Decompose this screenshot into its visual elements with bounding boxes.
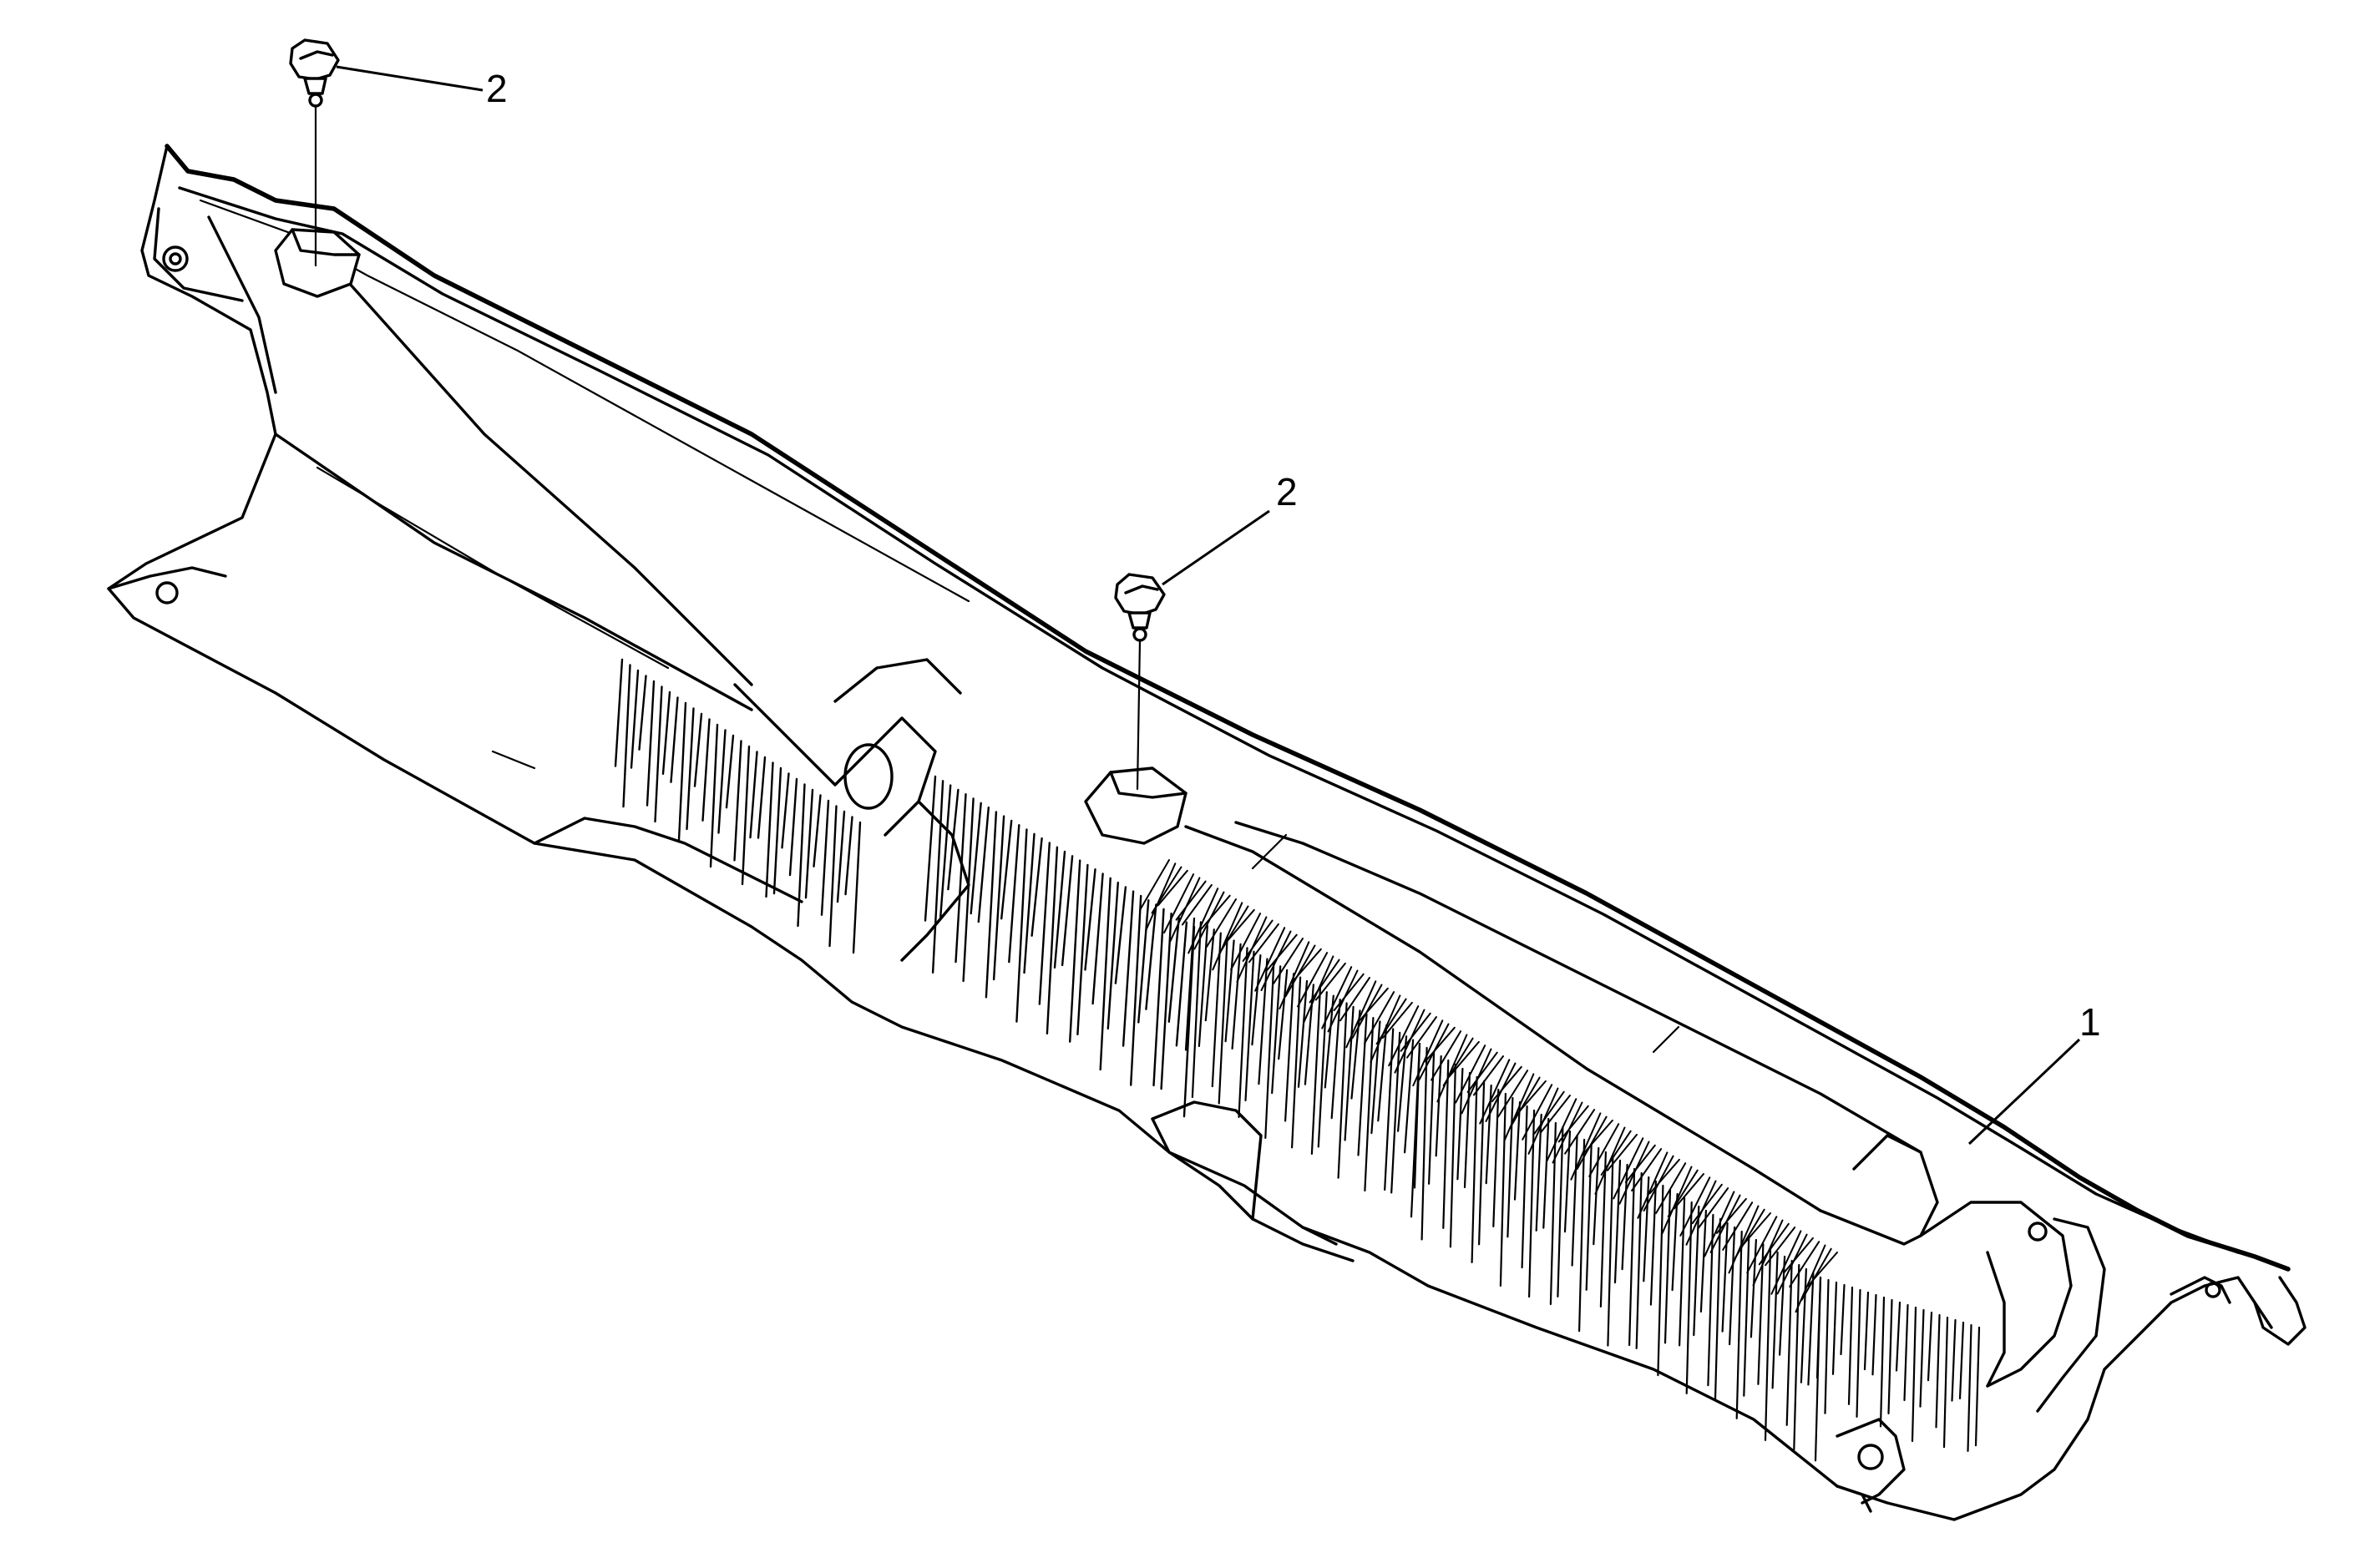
- washer-nozzle-center: [1114, 573, 1166, 791]
- leader-line-cowl-panel: [1967, 1038, 2081, 1146]
- washer-nozzle-left: [289, 38, 340, 267]
- leader-line-nozzle-left: [336, 65, 484, 92]
- vent-grille-ribs: [614, 658, 1981, 1462]
- callout-cowl-panel: 1: [2079, 1000, 2101, 1044]
- callout-nozzle-center: 2: [1276, 470, 1298, 513]
- cowl-panel-body: [107, 144, 2307, 1521]
- callout-nozzle-left: 2: [486, 67, 508, 110]
- leader-line-nozzle-center: [1162, 509, 1270, 586]
